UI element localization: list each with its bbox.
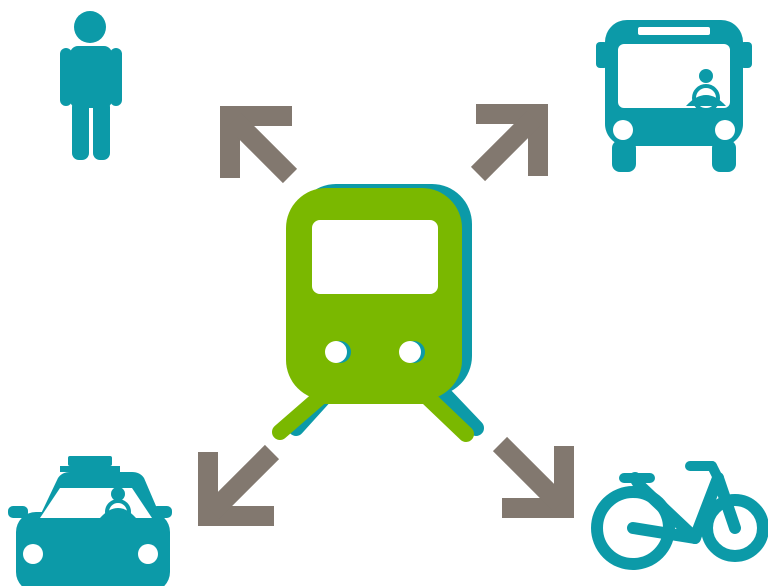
taxi-icon [8,456,172,586]
pedestrian-icon [60,11,122,160]
arrow-down-right-icon [492,436,574,518]
bicycle-icon [591,461,768,570]
train-icon [272,184,484,442]
arrow-up-left-icon [220,106,298,184]
bus-icon [596,20,752,172]
arrow-up-right-icon [470,104,548,182]
arrow-down-left-icon [198,444,280,526]
